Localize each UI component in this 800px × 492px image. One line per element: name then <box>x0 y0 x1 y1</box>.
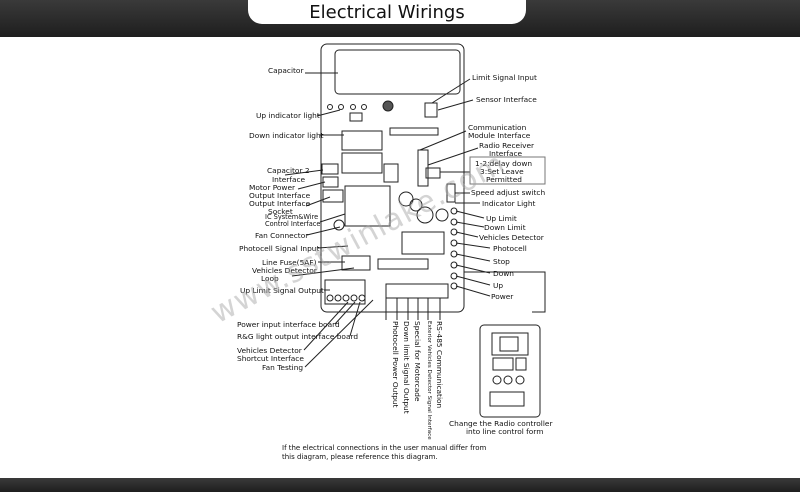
label-limit-signal: Limit Signal Input <box>472 73 537 82</box>
label-radio-line-control: into line control form <box>466 427 544 436</box>
label-radio-change: Change the Radio controller <box>449 419 553 428</box>
label-down-indicator: Down indicator light <box>249 131 324 140</box>
limit-signal-connector <box>424 102 438 118</box>
label-vehicles-shortcut: Vehicles Detector <box>237 346 302 355</box>
label-indicator-light: Indicator Light <box>482 199 536 208</box>
label-capacitor2-interface: Interface <box>272 175 306 184</box>
label-power-input-board: Power input interface board <box>237 320 340 329</box>
label-output-socket: Socket <box>268 207 293 216</box>
capacitor-block <box>334 49 461 95</box>
bottom-terminal-strip <box>385 283 449 299</box>
transformer <box>344 185 391 227</box>
label-vehicles-detector: Vehicles Detector <box>479 233 544 242</box>
mid-terminal-strip <box>377 258 429 270</box>
page-title: Electrical Wirings <box>309 1 465 23</box>
top-banner: Electrical Wirings <box>0 0 800 37</box>
left-terminal-block <box>324 279 366 305</box>
label-stop: Stop <box>493 257 510 266</box>
label-vehicles-loop-2: Loop <box>261 274 279 283</box>
label-shortcut-interface: Shortcut Interface <box>237 354 304 363</box>
buzzer <box>382 100 394 112</box>
label-sensor: Sensor Interface <box>476 95 537 104</box>
label-photocell-power: Photocell Power Output <box>391 321 400 408</box>
label-set-leave: 3:Set Leave <box>480 167 524 176</box>
label-up-limit-output: Up Limit Signal Output <box>240 286 324 295</box>
label-vehicles-loop: Vehicles Detector <box>252 266 317 275</box>
label-radio-interface: Interface <box>489 149 523 158</box>
label-up: Up <box>493 281 504 290</box>
label-ic-control: Control Interface <box>265 220 321 228</box>
footnote-line-2: this diagram, please reference this diag… <box>282 453 438 461</box>
label-capacitor2: Capacitor 2 <box>267 166 310 175</box>
fuse <box>341 255 371 271</box>
label-fan-testing: Fan Testing <box>262 363 304 372</box>
label-speed-switch: Speed adjust switch <box>471 188 546 197</box>
label-down: Down <box>493 269 514 278</box>
label-communication-module: Module Interface <box>468 131 531 140</box>
relay-2 <box>341 152 383 174</box>
label-ic-system: IC System&Wire <box>265 213 319 221</box>
label-down-limit: Down Limit <box>484 223 526 232</box>
label-up-indicator: Up indicator light <box>256 111 320 120</box>
label-photocell-input: Photocell Signal Input <box>239 244 320 253</box>
title-tab: Electrical Wirings <box>248 0 526 24</box>
label-rs485: RS-485 Communication <box>435 321 444 409</box>
relay-1 <box>341 130 383 151</box>
label-photocell: Photocell <box>493 244 527 253</box>
footnote: If the electrical connections in the use… <box>282 444 486 462</box>
bottom-banner <box>0 478 800 492</box>
label-radio-receiver: Radio Receiver <box>479 141 535 150</box>
control-board <box>320 43 465 313</box>
label-output-interface: Output Interface <box>249 199 311 208</box>
label-communication: Communication <box>468 123 527 132</box>
label-delay-down: 1-2:delay down <box>475 159 533 168</box>
label-power: Power <box>491 292 514 301</box>
label-capacitor: Capacitor <box>268 66 304 75</box>
label-motor-power: Motor Power <box>249 183 296 192</box>
label-rg-light: R&G light output interface board <box>237 332 359 341</box>
label-fan-connector: Fan Connector <box>255 231 309 240</box>
label-exterior-vehicles: Exterior Vehicles Detector Signal Interf… <box>426 321 432 440</box>
radio-controller-module <box>479 324 541 418</box>
label-up-limit: Up Limit <box>486 214 517 223</box>
label-line-fuse: Line Fuse(5AF) <box>262 258 317 267</box>
label-motor-power-output: Output Interface <box>249 191 311 200</box>
label-special-motorcade: Special for Motorcade <box>413 321 422 402</box>
label-permitted: Permitted <box>486 175 522 184</box>
footnote-line-1: If the electrical connections in the use… <box>282 444 487 452</box>
label-down-limit-output: Down limit Signal Output <box>402 321 411 414</box>
